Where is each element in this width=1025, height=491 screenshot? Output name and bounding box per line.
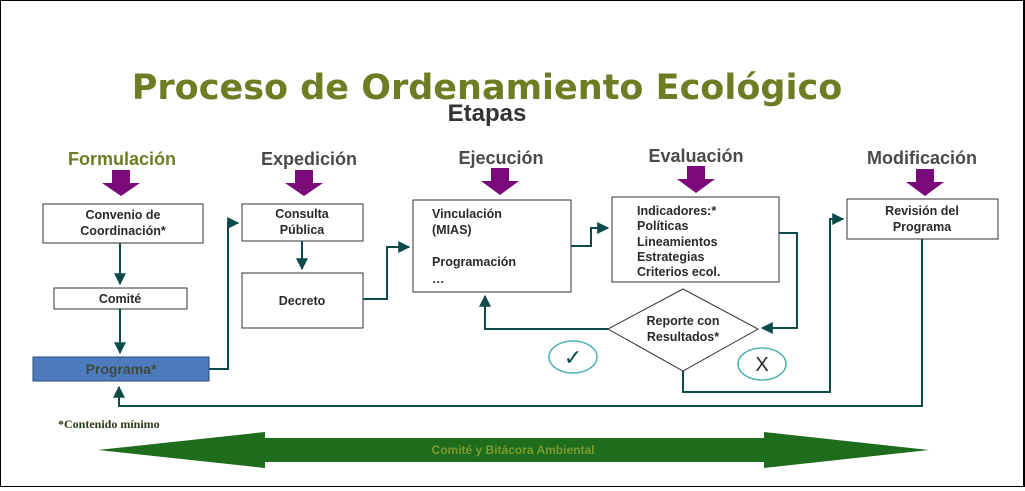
vinculacion-line-4: Programación <box>432 255 516 269</box>
evaluacion-down-arrow <box>677 166 715 193</box>
comite-label: Comité <box>99 292 141 306</box>
ejecucion-down-arrow <box>481 168 519 195</box>
diagram-subtitle: Etapas <box>448 100 527 127</box>
indicadores-line-1: Indicadores:* <box>637 204 716 218</box>
decreto-box: Decreto <box>241 272 364 329</box>
indicadores-line-4: Estrategias <box>637 250 704 264</box>
cross-icon: X <box>737 347 787 381</box>
expedicion-down-arrow <box>285 170 323 196</box>
reporte-line-2: Resultados* <box>647 330 719 344</box>
indicadores-box: Indicadores:* Políticas Lineamientos Est… <box>611 196 780 283</box>
convenio-line-1: Convenio de <box>85 208 160 222</box>
modificacion-down-arrow <box>906 169 944 196</box>
decreto-label: Decreto <box>279 294 326 308</box>
indicadores-line-5: Criterios ecol. <box>637 265 720 279</box>
stage-down-arrows <box>102 166 944 196</box>
stage-formulacion: Formulación <box>68 149 176 169</box>
revision-line-2: Programa <box>893 220 952 234</box>
convenio-line-2: Coordinación* <box>80 224 166 238</box>
formulacion-down-arrow <box>102 170 140 196</box>
revision-box: Revisión del Programa <box>846 198 999 240</box>
consulta-box: Consulta Pública <box>241 203 364 242</box>
connectors <box>113 213 923 407</box>
vinculacion-line-2: (MIAS) <box>432 223 472 237</box>
check-icon: ✓ <box>548 340 598 374</box>
stage-expedicion: Expedición <box>261 149 357 169</box>
bitacora-double-arrow: Comité y Bitácora Ambiental <box>98 432 929 468</box>
bitacora-label: Comité y Bitácora Ambiental <box>432 443 595 457</box>
check-glyph: ✓ <box>564 345 582 370</box>
indicadores-line-2: Políticas <box>637 219 688 233</box>
convenio-box: Convenio de Coordinación* <box>42 203 204 244</box>
programa-label: Programa* <box>86 361 157 377</box>
vinculacion-box: Vinculación (MIAS) Programación … <box>412 199 572 293</box>
cross-glyph: X <box>755 354 768 376</box>
comite-box: Comité <box>53 287 188 310</box>
vinculacion-line-1: Vinculación <box>432 207 502 221</box>
revision-line-1: Revisión del <box>885 204 959 218</box>
stage-evaluacion: Evaluación <box>648 146 743 166</box>
stage-ejecucion: Ejecución <box>458 148 543 168</box>
programa-box: Programa* <box>32 356 210 382</box>
diagram-title: Proceso de Ordenamiento Ecológico <box>132 68 843 108</box>
footnote: *Contenido mínimo <box>58 417 160 431</box>
stage-modificacion: Modificación <box>867 148 977 168</box>
consulta-line-2: Pública <box>280 223 326 237</box>
reporte-decision: Reporte con Resultados* <box>606 288 760 372</box>
consulta-line-1: Consulta <box>275 207 330 221</box>
indicadores-line-3: Lineamientos <box>637 235 718 249</box>
vinculacion-line-5: … <box>432 272 445 286</box>
reporte-line-1: Reporte con <box>647 314 720 328</box>
